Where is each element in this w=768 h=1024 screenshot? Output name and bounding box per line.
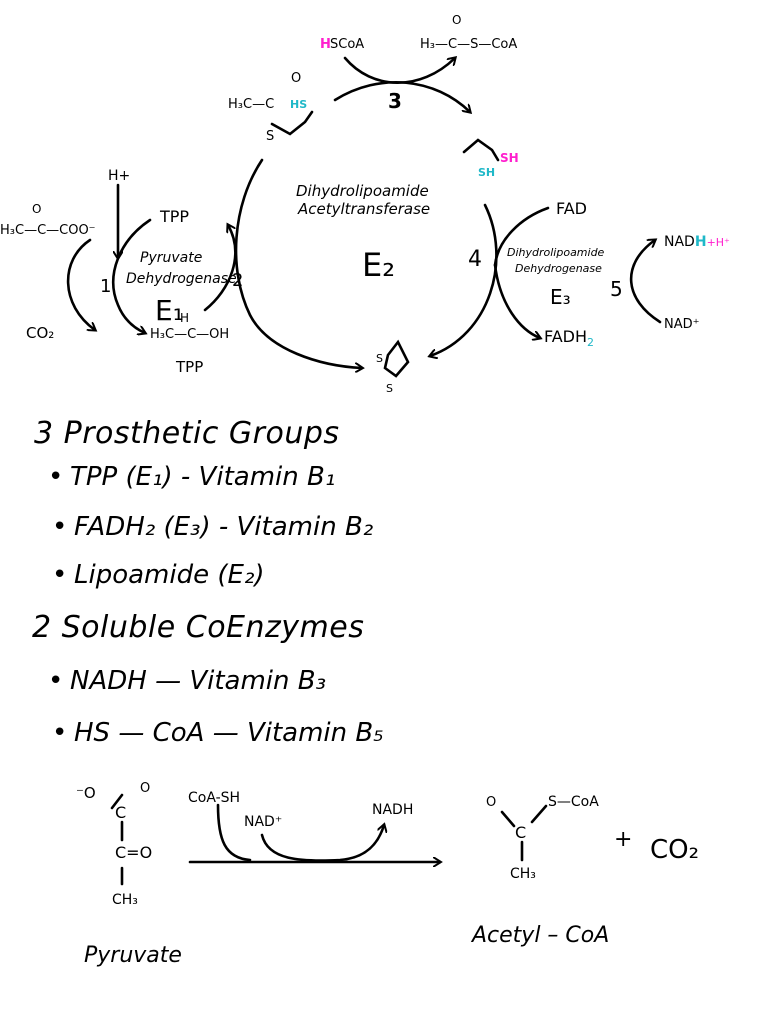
- acetylcoa-bonds: [500, 804, 548, 862]
- prosthetic-item-fadh2: •FADH₂ (E₃) - Vitamin B₂: [52, 512, 373, 542]
- e3-label: E₃: [550, 285, 571, 309]
- coenzyme-item-hscoa: •HS — CoA — Vitamin B₅: [52, 718, 384, 748]
- coenzyme-heading: 2 Soluble CoEnzymes: [32, 610, 365, 645]
- e1-name-line2: Dehydrogenase: [126, 271, 237, 287]
- plus-sign: +: [614, 827, 632, 852]
- bullet-dot-icon: •: [48, 462, 64, 492]
- dihydrolipoamide-sh-cyan: SH: [478, 166, 495, 179]
- e1-name-line1: Pyruvate: [140, 250, 202, 266]
- e2-name-line2: Acetyltransferase: [297, 200, 430, 218]
- e1-arc-co2: [66, 238, 95, 330]
- acetyl-lipoamide-o: O: [291, 71, 301, 86]
- acetylcoa-o: O: [452, 13, 461, 27]
- prosthetic-item-label: Lipoamide (E₂): [74, 560, 265, 590]
- hscoa-h: H: [320, 37, 331, 52]
- notes-section: 3 Prosthetic Groups •TPP (E₁) - Vitamin …: [0, 400, 768, 780]
- nad-plus-label-overall: NAD⁺: [244, 814, 282, 830]
- tpp-bottom: TPP: [175, 358, 203, 376]
- fadh2-label: FADH2: [544, 327, 594, 349]
- pyr-o: O: [140, 781, 150, 796]
- hetpp-h: H: [180, 311, 189, 325]
- prosthetic-item-lipoamide: •Lipoamide (E₂): [52, 560, 265, 590]
- co2-product: CO₂: [650, 835, 699, 865]
- coa-sh-label: CoA-SH: [188, 790, 240, 806]
- prosthetic-heading: 3 Prosthetic Groups: [34, 416, 340, 451]
- fad-label: FAD: [556, 199, 587, 218]
- acetyl-lipoamide-ring: [270, 110, 314, 136]
- lipoamide-s2: S: [386, 382, 393, 395]
- nadh-h: H: [695, 234, 707, 250]
- bullet-dot-icon: •: [52, 560, 68, 590]
- dihydrolipoamide-sh-magenta: SH: [500, 151, 519, 165]
- pyruvate-formula: H₃C—C—COO⁻: [0, 223, 96, 238]
- bullet-dot-icon: •: [52, 512, 68, 542]
- nadh-label-overall: NADH: [372, 802, 413, 818]
- coenzyme-item-label: NADH — Vitamin B₃: [70, 666, 327, 696]
- e3-arc-fadh2: [493, 263, 540, 338]
- step3-arrow: [343, 58, 455, 85]
- e1-to-e2-arrow: [203, 225, 237, 312]
- acetyl-coa-label: Acetyl – CoA: [470, 923, 609, 948]
- pyruvate-bonds: [110, 793, 124, 886]
- step-2: 2: [232, 270, 243, 291]
- e2-label: E₂: [362, 246, 395, 284]
- acetyl-lipoamide-left: H₃C—C: [228, 97, 274, 112]
- prosthetic-item-label: FADH₂ (E₃) - Vitamin B₂: [74, 512, 374, 542]
- prod-ch3: CH₃: [510, 866, 536, 882]
- coa-sh-branch: [216, 803, 252, 862]
- prosthetic-item-label: TPP (E₁) - Vitamin B₁: [70, 462, 336, 492]
- coenzyme-item-label: HS — CoA — Vitamin B₅: [74, 718, 384, 748]
- nadh-base: NAD: [664, 234, 695, 250]
- acetyl-lipoamide-s: S: [266, 129, 274, 144]
- pyruvate-label: Pyruvate: [84, 943, 182, 968]
- e2-cycle-arc-left: [234, 158, 362, 368]
- step-4: 4: [468, 247, 482, 272]
- e3-name-line2: Dehydrogenase: [515, 262, 602, 275]
- bullet-dot-icon: •: [52, 718, 68, 748]
- prod-scoa: S—CoA: [548, 794, 599, 810]
- coenzyme-item-nadh: •NADH — Vitamin B₃: [48, 666, 326, 696]
- pyr-o-minus: ⁻O: [76, 784, 96, 802]
- co2-label: CO₂: [26, 324, 54, 342]
- fadh2-sub: 2: [587, 336, 594, 349]
- step-5: 5: [610, 277, 623, 301]
- pyr-c1: C: [115, 803, 126, 822]
- proton-label: H+: [108, 168, 130, 184]
- hscoa-rest: SCoA: [330, 37, 364, 52]
- e3-arc-nad: [629, 240, 662, 324]
- e2-name-line1: Dihydrolipoamide: [296, 182, 429, 200]
- e3-arc-fad: [493, 206, 550, 267]
- e2-cycle-arc-top: [333, 81, 470, 112]
- prosthetic-item-tpp: •TPP (E₁) - Vitamin B₁: [48, 462, 335, 492]
- nad-to-nadh-branch: [260, 825, 384, 862]
- lipoamide-s1: S: [376, 352, 383, 365]
- nad-plus-label: NAD⁺: [664, 317, 700, 332]
- acetyl-lipoamide-hs: HS: [290, 98, 307, 111]
- pyr-ch3: CH₃: [112, 892, 138, 908]
- nadh-plus-h: +H⁺: [707, 236, 730, 249]
- acetylcoa-formula: H₃—C—S—CoA: [420, 37, 517, 52]
- pyruvate-oxygen: O: [32, 202, 41, 216]
- tpp-top: TPP: [159, 207, 189, 226]
- prod-o: O: [486, 795, 496, 810]
- hetpp-formula: H₃C—C—OH: [150, 327, 229, 342]
- nadh-label: NADH+H⁺: [664, 234, 730, 250]
- oxidized-lipoamide-ring: [383, 339, 410, 378]
- prod-c: C: [515, 823, 526, 842]
- bullet-dot-icon: •: [48, 666, 64, 696]
- step-1: 1: [100, 276, 111, 297]
- dihydrolipoamide-chain: [462, 138, 500, 162]
- e3-name-line1: Dihydrolipoamide: [507, 246, 605, 259]
- e2-cycle-arc-bottom: [430, 203, 498, 356]
- e1-arc-in: [112, 218, 152, 333]
- step-3: 3: [388, 89, 402, 113]
- fadh2-base: FADH: [544, 327, 587, 346]
- pyr-c2: C=O: [115, 843, 152, 862]
- e1-label: E₁: [155, 294, 184, 327]
